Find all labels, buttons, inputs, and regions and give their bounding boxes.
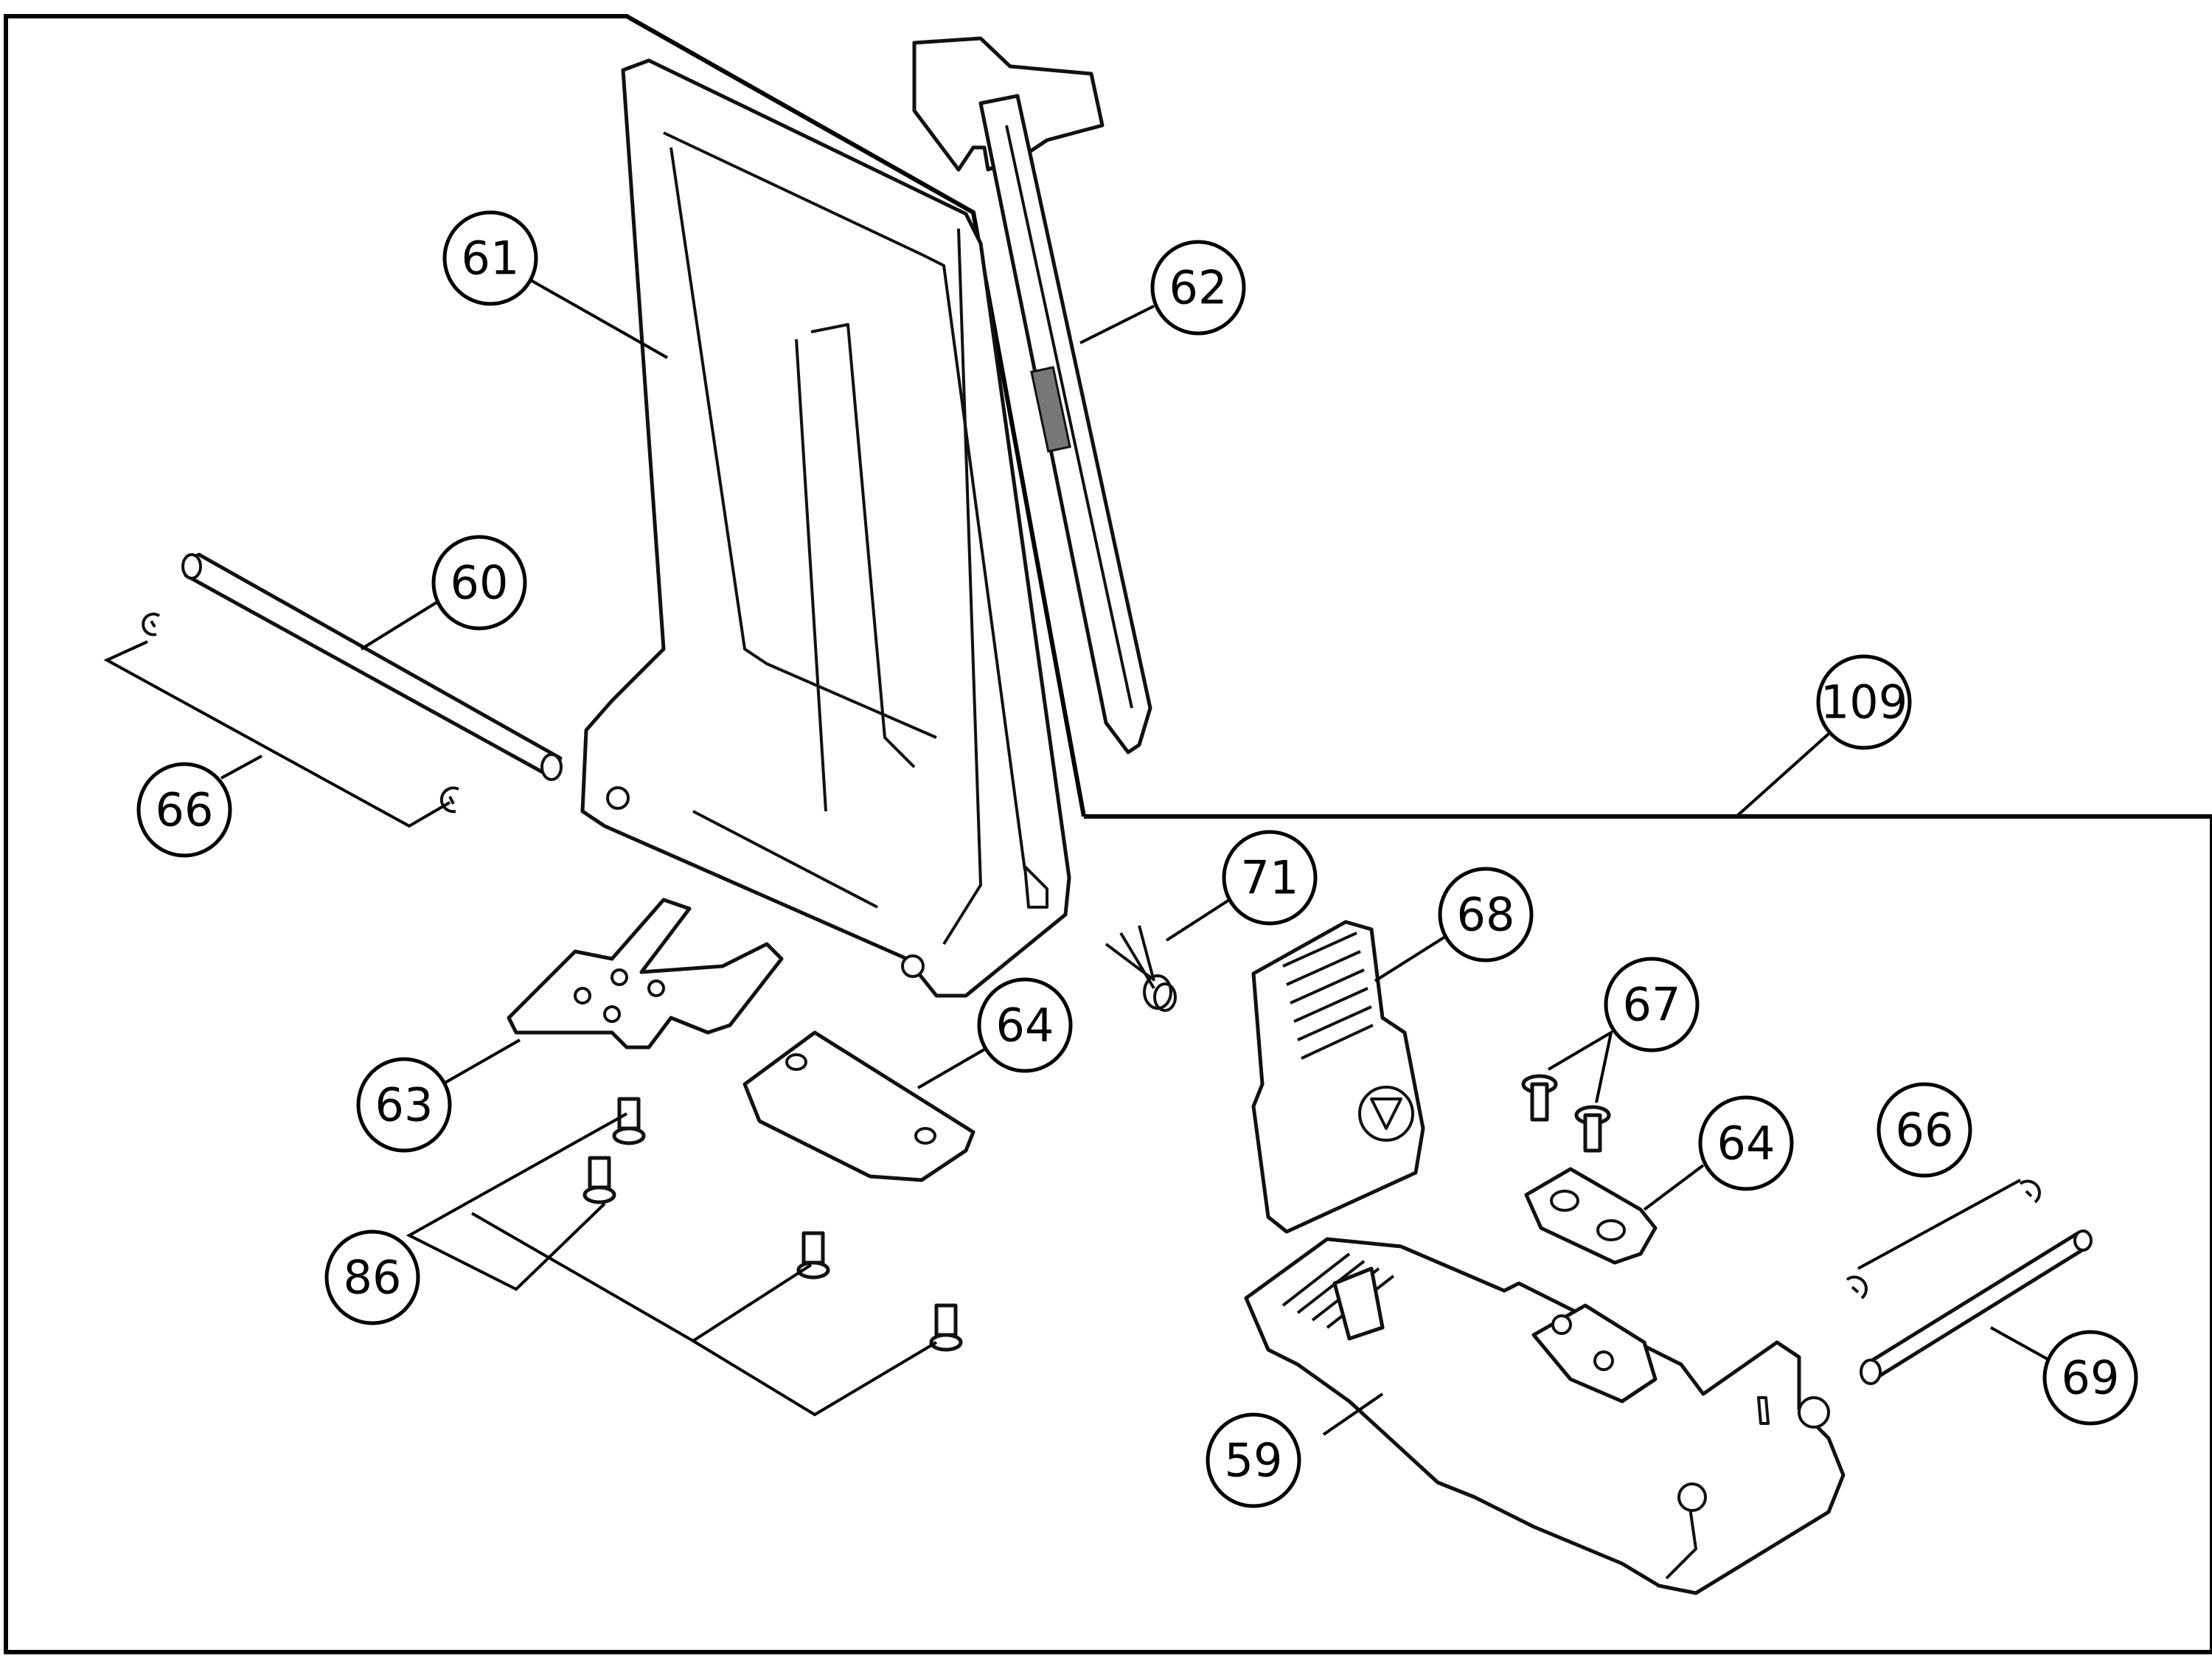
part-86-screws <box>582 1097 963 1352</box>
leader-86-c <box>692 1339 938 1417</box>
leader-62 <box>1079 305 1155 344</box>
callout-64-right-label: 64 <box>1717 1117 1775 1170</box>
screw-86-4 <box>929 1303 963 1352</box>
leader-69 <box>1990 1326 2058 1366</box>
leader-66-right <box>1857 1179 2021 1270</box>
part-69-shaft <box>1860 1229 2093 1385</box>
callout-67: 67 <box>1604 957 1700 1052</box>
callout-86-label: 86 <box>344 1251 402 1305</box>
leader-64-left <box>917 1046 990 1089</box>
e-ring-69-top <box>2019 1179 2041 1204</box>
callout-62: 62 <box>1150 240 1246 336</box>
callout-61-label: 61 <box>462 232 520 285</box>
callout-67-label: 67 <box>1623 978 1681 1032</box>
callout-62-label: 62 <box>1169 261 1228 315</box>
screw-86-1 <box>612 1097 646 1145</box>
callout-59-label: 59 <box>1225 1434 1283 1488</box>
callout-71-label: 71 <box>1241 851 1299 905</box>
leader-59 <box>1322 1392 1384 1436</box>
callout-60: 60 <box>431 535 527 631</box>
callout-109-label: 109 <box>1820 676 1907 729</box>
callout-66-left-label: 66 <box>156 783 214 837</box>
callout-69: 69 <box>2042 1330 2138 1426</box>
callout-64-left: 64 <box>977 977 1073 1073</box>
leader-66-left <box>103 640 451 828</box>
leader-64-right <box>1643 1164 1705 1211</box>
part-71-spring <box>1105 925 1177 1012</box>
callout-69-label: 69 <box>2062 1351 2120 1405</box>
part-67-screws <box>1521 1074 1611 1153</box>
leader-68 <box>1374 932 1453 982</box>
screw-67-1 <box>1521 1074 1558 1122</box>
screw-86-2 <box>582 1156 616 1204</box>
leader-60 <box>360 600 440 651</box>
leader-86-b <box>471 1212 813 1343</box>
callout-66-right-label: 66 <box>1896 1103 1954 1157</box>
part-62-slide-bar <box>912 36 1152 755</box>
e-ring-69-bottom <box>1846 1275 1868 1300</box>
callout-60-label: 60 <box>451 556 509 610</box>
callout-109: 109 <box>1816 654 1912 750</box>
screw-67-2 <box>1574 1105 1611 1153</box>
callout-63-label: 63 <box>375 1078 434 1132</box>
e-ring-60-top <box>142 612 161 637</box>
assembly-boundary <box>4 14 2212 1654</box>
callout-59: 59 <box>1206 1412 1301 1508</box>
part-68-lever-plate <box>1251 920 1425 1234</box>
callout-64-left-label: 64 <box>996 999 1054 1052</box>
leader-66-left-label <box>220 755 262 780</box>
callout-64-right: 64 <box>1698 1095 1794 1191</box>
part-59-base <box>1244 1237 1846 1595</box>
leader-109 <box>1735 732 1830 818</box>
leader-63 <box>442 1038 521 1086</box>
callout-66-left: 66 <box>136 762 232 858</box>
part-63-bracket <box>507 898 784 1050</box>
part-61-frame <box>580 58 1071 998</box>
callout-61: 61 <box>442 210 538 306</box>
leader-67 <box>1547 1029 1613 1103</box>
part-64-pad-right <box>1524 1167 1658 1265</box>
callout-86: 86 <box>324 1229 420 1325</box>
callout-66-right: 66 <box>1877 1082 1972 1178</box>
screw-86-3 <box>796 1231 830 1280</box>
leader-86 <box>406 1112 627 1291</box>
callout-63: 63 <box>356 1057 452 1153</box>
leader-61 <box>530 279 668 359</box>
part-60-shaft <box>181 552 563 781</box>
callout-71: 71 <box>1222 830 1318 926</box>
leader-71 <box>1165 895 1237 942</box>
part-64-pad-left <box>742 1030 975 1182</box>
e-ring-60-bottom <box>439 786 459 814</box>
callout-68-label: 68 <box>1457 888 1515 942</box>
callout-68: 68 <box>1438 867 1534 962</box>
